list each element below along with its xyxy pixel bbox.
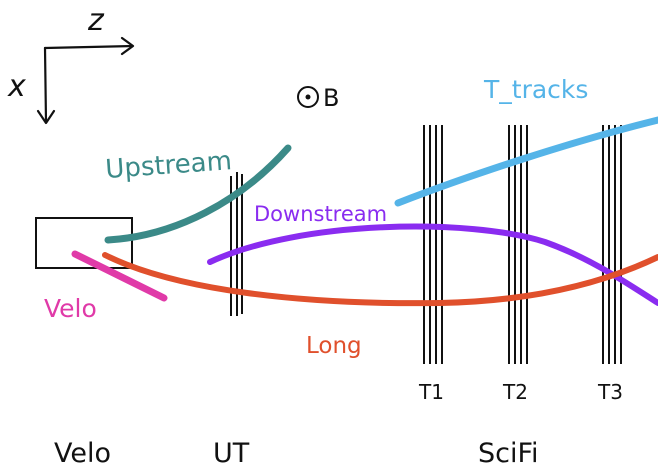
velo-track-label: Velo [44,294,97,323]
field-label: B [323,84,339,112]
t-track [394,116,658,207]
detector-velo-label: Velo [54,438,111,469]
x-axis-label: x [7,69,26,104]
long-label: Long [306,333,362,359]
coordinate-axes [36,36,135,125]
velo-track [71,250,168,302]
station-t1-label: T1 [418,380,444,404]
station-t2-label: T2 [502,380,528,404]
x-axis-arrow [43,46,48,124]
station-t3-label: T3 [597,380,623,404]
detector-ut-label: UT [213,438,250,469]
z-axis-label: z [87,3,105,38]
upstream-label: Upstream [104,146,232,185]
t-tracks-label: T_tracks [483,75,588,104]
x-axis-arrowhead [36,109,56,125]
scifi-station-t3 [602,125,622,364]
downstream-label: Downstream [254,202,387,226]
z-axis-arrowhead [120,36,135,56]
detector-scifi-label: SciFi [478,438,539,469]
long-track [102,252,658,307]
z-axis-arrow [43,44,134,50]
velo-detector-box [35,217,133,269]
downstream-track [207,223,658,306]
scifi-station-t1 [423,125,443,364]
upstream-track [104,144,292,244]
magnetic-field-out-of-page-icon [297,86,319,108]
